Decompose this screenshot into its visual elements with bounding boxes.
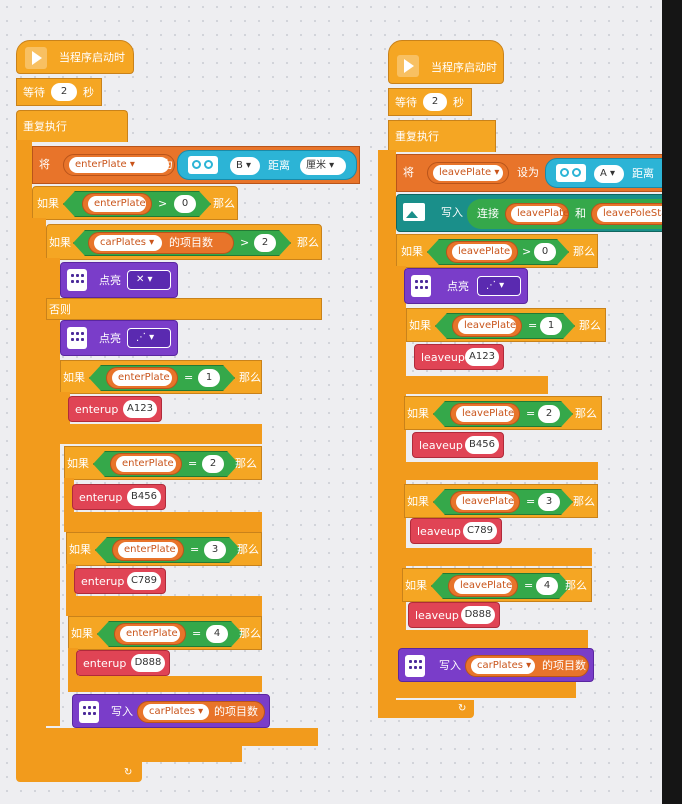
left-forever-block[interactable]: 重复执行 [16,110,128,142]
left-if1-value[interactable]: 0 [174,195,196,213]
left-forever-label: 重复执行 [23,120,67,133]
right-sensor-port-dropdown[interactable]: A ▾ [594,165,624,183]
left-if1-condition[interactable]: enterPlate > 0 [63,191,211,217]
left-set-block[interactable]: 将 enterPlate ▾ 设为 B ▾ 距离 厘米 ▾ [32,146,360,184]
right-leaveup-3[interactable]: leaveup C789 [410,518,502,544]
left-enterup-1[interactable]: enterup A123 [68,396,162,422]
left-if2-arm [46,258,60,726]
right-set-var-dropdown[interactable]: leavePlate ▾ [427,162,509,184]
right-write-join-block[interactable]: 写入 连接 leavePlate 和 leavePoleSta [396,194,662,232]
loop-arrow-icon: ↻ [458,703,467,714]
left-write-block[interactable]: 写入 carPlates ▾ 的项目数 [72,694,270,728]
left-set-label: 将 [39,158,50,171]
left-hat-label: 当程序启动时 [59,51,125,64]
left-wait-value[interactable]: 2 [51,83,77,101]
left-sensor-unit-dropdown[interactable]: 厘米 ▾ [300,157,346,175]
left-write-var: carPlates [149,706,195,717]
loop-arrow-icon: ↻ [124,767,133,778]
right-hat-label: 当程序启动时 [431,61,497,74]
right-sensor-block[interactable]: A ▾ 距离 [545,158,662,188]
right-leaveup-1[interactable]: leaveup A123 [414,344,504,370]
left-light-block-2[interactable]: 点亮 ⋰ ▾ [60,320,178,356]
left-if2-label: 如果 [49,236,71,249]
matrix-display-icon [411,275,431,297]
left-wait-unit: 秒 [83,86,94,99]
left-if1-foot [32,742,242,762]
scratch-canvas[interactable]: 当程序启动时 等待 2 秒 重复执行 ↻ 将 enterPlate ▾ 设为 B… [0,0,662,804]
left-if2-value[interactable]: 2 [254,234,276,252]
right-if1-foot [396,680,576,698]
right-wait-block[interactable]: 等待 2 秒 [388,88,472,116]
left-light-label: 点亮 [99,274,121,287]
left-set-var-dropdown[interactable]: enterPlate ▾ [63,154,175,176]
right-light-block[interactable]: 点亮 ⋰ ▾ [404,268,528,304]
left-if2-block[interactable]: 如果 carPlates ▾ 的项目数 > 2 那么 [46,224,322,260]
left-forever-foot [16,762,142,782]
left-else-bar: 否则 [46,298,322,320]
monitor-bezel [662,0,682,804]
left-light-block-1[interactable]: 点亮 ✕ ▾ [60,262,178,298]
right-hat-flag-icon [397,55,419,77]
matrix-display-icon [67,327,87,349]
matrix-display-icon [67,269,87,291]
left-else-label: 否则 [49,303,71,316]
right-forever-arm [378,150,396,718]
left-if2-var: carPlates [100,237,146,248]
right-if1-block[interactable]: 如果 leavePlate > 0 那么 [396,234,598,268]
led-pattern-diag-dropdown[interactable]: ⋰ ▾ [477,276,521,296]
left-enterup-4[interactable]: enterup D888 [76,650,170,676]
left-enterup-3[interactable]: enterup C789 [74,568,166,594]
right-forever-foot [378,700,474,718]
right-set-block[interactable]: 将 leavePlate ▾ 设为 A ▾ 距离 [396,154,662,192]
left-hat-block[interactable]: 当程序启动时 [16,40,134,74]
left-if1-arm [32,218,46,748]
left-sensor-dist-label: 距离 [268,159,290,172]
left-if2-condition[interactable]: carPlates ▾ 的项目数 > 2 [73,230,291,256]
right-write-block[interactable]: 写入 carPlates ▾ 的项目数 [398,648,594,682]
left-if1-then: 那么 [213,197,235,210]
left-hat-flag-icon [25,47,47,69]
left-write-label: 写入 [111,705,133,718]
ultrasonic-sensor-icon [556,164,586,182]
play-icon [404,59,414,73]
left-enterup-2[interactable]: enterup B456 [72,484,166,510]
right-if1-arm [396,266,406,688]
right-forever-block[interactable]: 重复执行 [388,120,496,152]
matrix-display-icon [79,701,99,723]
led-pattern-x-dropdown[interactable]: ✕ ▾ [127,270,171,290]
left-sensor-block[interactable]: B ▾ 距离 厘米 ▾ [177,150,357,180]
left-if2-foot [46,728,318,746]
right-leaveup-4[interactable]: leaveup D888 [408,602,500,628]
left-forever-arm [16,140,32,770]
left-wait-label: 等待 [23,86,45,99]
left-if1-var: enterPlate [88,196,146,212]
right-hat-block[interactable]: 当程序启动时 [388,40,504,84]
left-set-to-label: 设为 [151,158,173,171]
left-if1-label: 如果 [37,197,59,210]
matrix-display-icon [405,655,425,677]
left-wait-block[interactable]: 等待 2 秒 [16,78,102,106]
ultrasonic-sensor-icon [188,156,218,174]
right-wait-value[interactable]: 2 [423,93,447,111]
image-icon [403,203,425,221]
right-forever-label: 重复执行 [395,130,439,143]
left-set-var-name: enterPlate [75,159,127,170]
left-if1-block[interactable]: 如果 enterPlate > 0 那么 [32,186,238,220]
led-pattern-diag-dropdown[interactable]: ⋰ ▾ [127,328,171,348]
right-leaveup-2[interactable]: leaveup B456 [412,432,504,458]
left-sensor-port-dropdown[interactable]: B ▾ [230,157,260,175]
play-icon [32,51,42,65]
